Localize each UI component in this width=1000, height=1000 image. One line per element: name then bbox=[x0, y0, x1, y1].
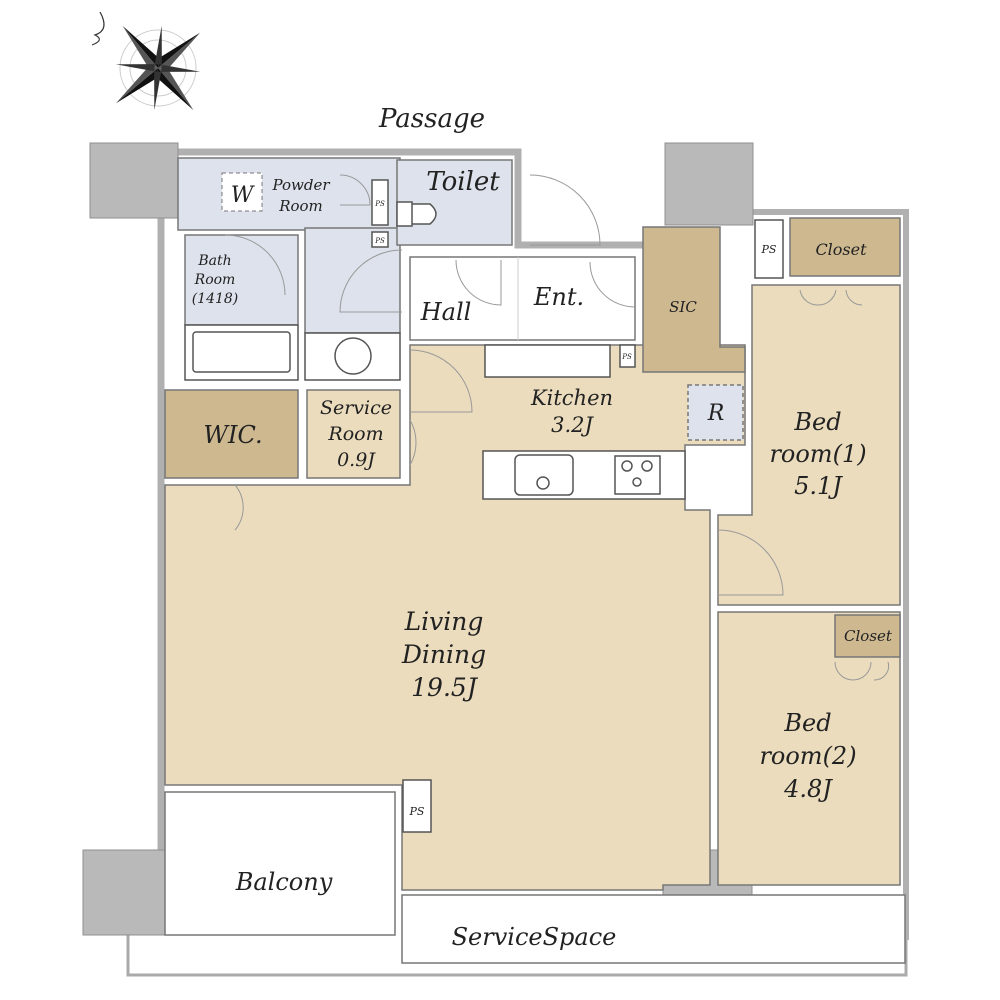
powder-room-label-1: Powder bbox=[271, 176, 330, 194]
living-dining-label-1: Living bbox=[404, 607, 484, 636]
wic-room bbox=[164, 389, 299, 479]
wash-basin-icon bbox=[334, 337, 372, 375]
toilet-icon bbox=[396, 201, 437, 227]
ps-shaft-living bbox=[402, 779, 432, 833]
balcony-label: Balcony bbox=[235, 868, 333, 896]
service-room-label-3: 0.9J bbox=[337, 449, 376, 471]
closet-2-label: Closet bbox=[844, 627, 893, 645]
wic-label: WIC. bbox=[203, 421, 262, 449]
bedroom-2-label-2: room(2) bbox=[759, 742, 856, 770]
stove-icon bbox=[614, 455, 661, 495]
closet-1-label: Closet bbox=[815, 240, 867, 259]
service-room-label-1: Service bbox=[320, 397, 392, 419]
ps-label-kitchen: PS bbox=[621, 353, 632, 361]
closet-1 bbox=[789, 217, 901, 277]
powder-room-label-2: Room bbox=[278, 197, 323, 215]
ps-label-toilet: PS bbox=[374, 200, 385, 208]
sink-drain-icon bbox=[536, 476, 550, 490]
fridge-label: R bbox=[707, 401, 725, 426]
bathtub-basin bbox=[192, 331, 291, 373]
service-space bbox=[401, 894, 906, 964]
washer-space bbox=[221, 172, 263, 212]
compass-rose-icon bbox=[115, 25, 201, 111]
passage-label: Passage bbox=[378, 104, 485, 134]
powder-room bbox=[177, 157, 401, 231]
bedroom-1 bbox=[717, 284, 901, 606]
north-mark-icon bbox=[91, 11, 105, 46]
washer-label: W bbox=[231, 183, 256, 208]
bedroom-2-label-3: 4.8J bbox=[783, 775, 833, 803]
service-space-label: ServiceSpace bbox=[452, 923, 617, 951]
sic-label: SIC bbox=[669, 298, 697, 316]
service-room bbox=[306, 389, 401, 479]
entrance-label: Ent. bbox=[533, 283, 584, 311]
fridge-space bbox=[687, 384, 744, 441]
ps-label-bedroom: PS bbox=[761, 243, 777, 256]
hall-label: Hall bbox=[420, 298, 472, 326]
sic-room bbox=[642, 226, 746, 373]
door-swings bbox=[224, 174, 890, 681]
bedroom-1-label-3: 5.1J bbox=[794, 472, 843, 500]
living-dining-label-2: Dining bbox=[401, 640, 486, 669]
bath-room-label-1: Bath bbox=[197, 253, 231, 269]
bath-room bbox=[184, 234, 299, 326]
hall-entrance bbox=[409, 256, 636, 341]
balcony bbox=[164, 791, 396, 936]
service-room-label-2: Room bbox=[327, 423, 383, 445]
ps-shaft-toilet-small bbox=[371, 231, 389, 248]
ps-label-living: PS bbox=[409, 805, 425, 818]
kitchen-label-2: 3.2J bbox=[551, 413, 594, 437]
ps-shaft-kitchen bbox=[619, 344, 636, 368]
bath-room-label-2: Room bbox=[194, 272, 236, 288]
sink-icon bbox=[514, 454, 574, 496]
closet-2 bbox=[834, 614, 901, 658]
bedroom-2-label-1: Bed bbox=[783, 709, 831, 737]
ps-label-toilet-small: PS bbox=[374, 237, 385, 245]
kitchen-cabinet bbox=[484, 344, 611, 378]
bedroom-1-label-1: Bed bbox=[793, 408, 841, 436]
living-dining-label-3: 19.5J bbox=[411, 673, 479, 702]
kitchen-label-1: Kitchen bbox=[530, 386, 613, 410]
toilet-label: Toilet bbox=[426, 167, 500, 197]
bath-room-label-3: (1418) bbox=[192, 291, 239, 307]
ps-shaft-bedroom bbox=[754, 219, 784, 279]
bedroom-1-label-2: room(1) bbox=[769, 440, 866, 468]
ps-shaft-toilet bbox=[371, 179, 389, 226]
